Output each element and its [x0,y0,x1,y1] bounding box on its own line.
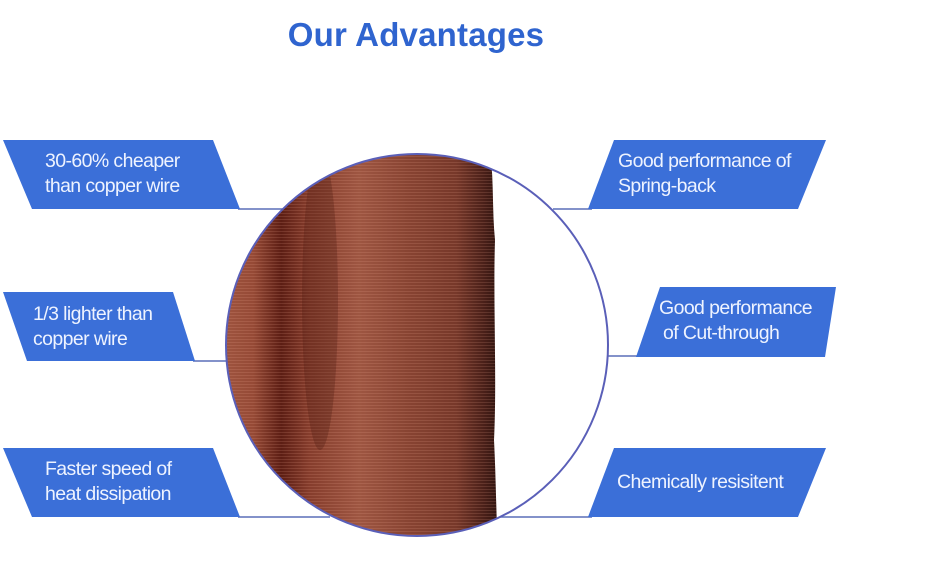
advantage-chemical-resistance: Chemically resisitent [617,470,784,495]
connector-lines [193,208,640,518]
circle-frame [225,153,609,537]
advantage-line: 30-60% cheaper [45,150,180,172]
advantage-spring-back: Good performance of Spring-back [618,149,791,199]
advantage-line: 1/3 lighter than [33,303,153,325]
advantage-line: Faster speed of [45,458,172,480]
advantage-cheaper: 30-60% cheaper than copper wire [45,149,180,199]
advantage-line: Spring-back [618,175,716,197]
banners [3,140,836,517]
page-title: Our Advantages [287,16,545,53]
advantage-line: Good performance [659,297,813,319]
advantage-line: heat dissipation [45,483,172,505]
advantage-line: Good performance of [618,150,791,172]
advantage-line: of Cut-through [663,322,780,344]
advantage-line: Chemically resisitent [617,471,784,493]
advantage-lighter: 1/3 lighter than copper wire [33,302,153,352]
advantage-line: than copper wire [45,175,180,197]
advantage-line: copper wire [33,328,128,350]
wire-spool-image [226,154,608,536]
advantage-heat-dissipation: Faster speed of heat dissipation [45,457,172,507]
advantage-cut-through: Good performance of Cut-through [659,296,813,346]
